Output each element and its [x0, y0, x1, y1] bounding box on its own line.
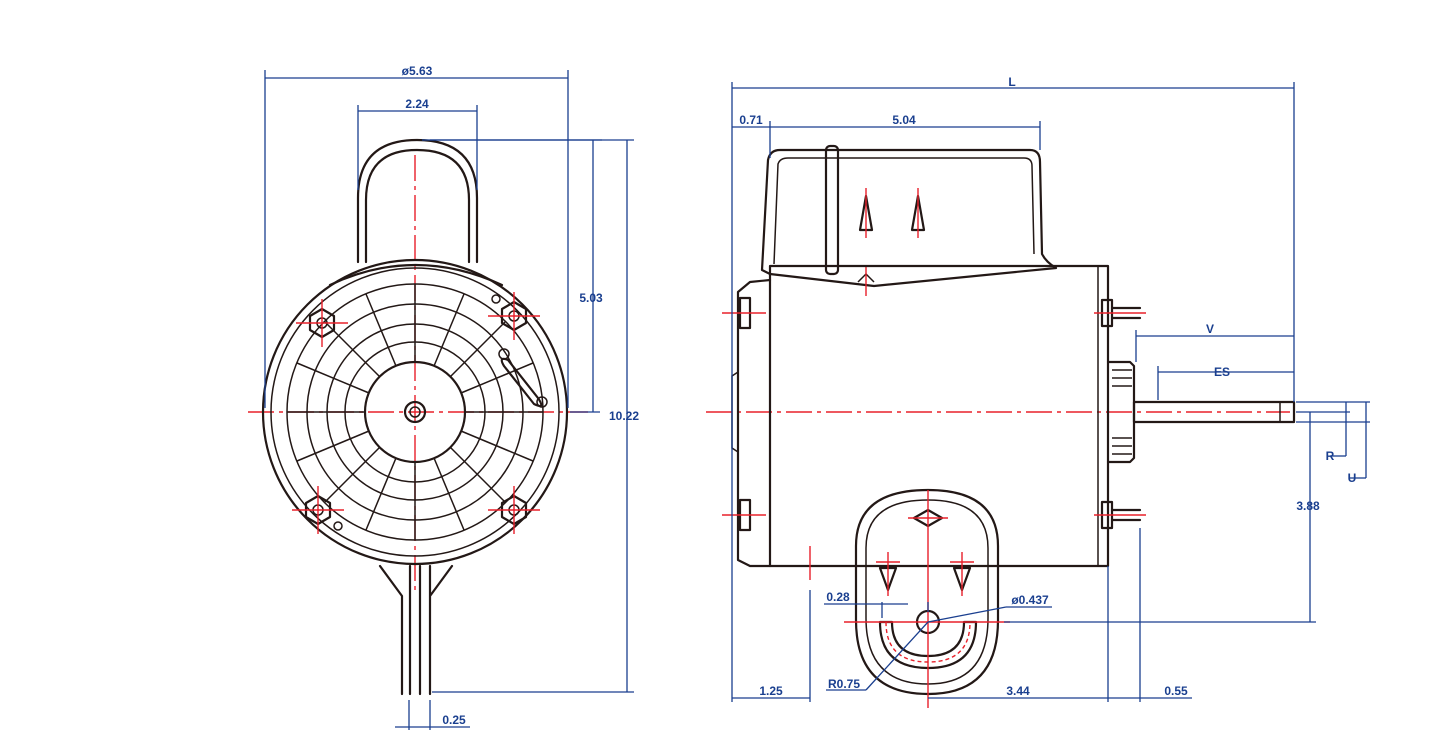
slot-hole-top	[498, 348, 510, 360]
dim-mount-spacing: 3.44	[1006, 684, 1030, 698]
rear-endcap	[736, 278, 772, 568]
motor-body	[768, 264, 1110, 568]
slot-hole-bottom	[536, 396, 548, 408]
dim-capacitor-width: 2.24	[405, 97, 429, 111]
dim-shaft-v: V	[1206, 322, 1214, 336]
small-hole-left	[333, 521, 343, 531]
dim-shaft-u: U	[1348, 471, 1357, 485]
bracket-bolts	[878, 508, 972, 592]
dim-overall-diameter: ø5.63	[402, 64, 433, 78]
dim-front-offset: 0.55	[1164, 684, 1188, 698]
bolt-centerlines	[292, 292, 540, 534]
capacitor-terminals	[858, 188, 926, 238]
side-dimension-lines	[731, 82, 1370, 702]
rear-bolts	[722, 296, 766, 532]
dim-capacitor-length: 5.04	[892, 113, 916, 127]
side-view: L 0.71 5.04 V ES R U 3.88 0.28 ø0.437 R0…	[706, 75, 1370, 708]
front-view: ø5.63 2.24 5.03 10.22 0.25	[248, 64, 639, 730]
dim-slot-radius: R0.75	[828, 677, 860, 691]
dim-foot-thickness: 0.25	[442, 713, 466, 727]
dim-overall-height: 10.22	[609, 409, 639, 423]
shaft-end-circle	[403, 400, 427, 424]
dim-shaft-r: R	[1326, 449, 1335, 463]
capacitor-box-inner	[773, 157, 1035, 265]
front-bolts	[1094, 298, 1146, 530]
housing-top-band	[328, 263, 504, 287]
mounting-foot	[378, 564, 454, 696]
capacitor-box	[760, 148, 1058, 288]
shaft-end-inner	[409, 406, 421, 418]
hub-ribs	[1112, 369, 1132, 455]
dim-center-height: 3.88	[1296, 499, 1320, 513]
motor-housing-inner-circle	[270, 267, 560, 557]
capacitor-cap-outline	[356, 138, 479, 264]
dim-shaft-es: ES	[1214, 365, 1230, 379]
dim-rear-offset: 1.25	[759, 684, 783, 698]
shaft	[1132, 400, 1296, 424]
capacitor-strap	[824, 144, 840, 276]
bracket-centerlines	[809, 490, 1010, 708]
dim-length: L	[1008, 75, 1015, 89]
dim-top-to-center: 5.03	[579, 291, 603, 305]
dim-slot-offset: 0.28	[826, 590, 850, 604]
dim-hole-diameter: ø0.437	[1011, 593, 1049, 607]
small-hole-top	[491, 294, 501, 304]
front-dimension-lines	[264, 70, 634, 730]
mounting-bracket-outer	[854, 488, 1000, 696]
capacitor-cap-inner	[364, 148, 471, 264]
mounting-bracket-inner	[865, 499, 989, 685]
motor-housing-circle	[261, 258, 569, 566]
dim-end-offset: 0.71	[739, 113, 763, 127]
